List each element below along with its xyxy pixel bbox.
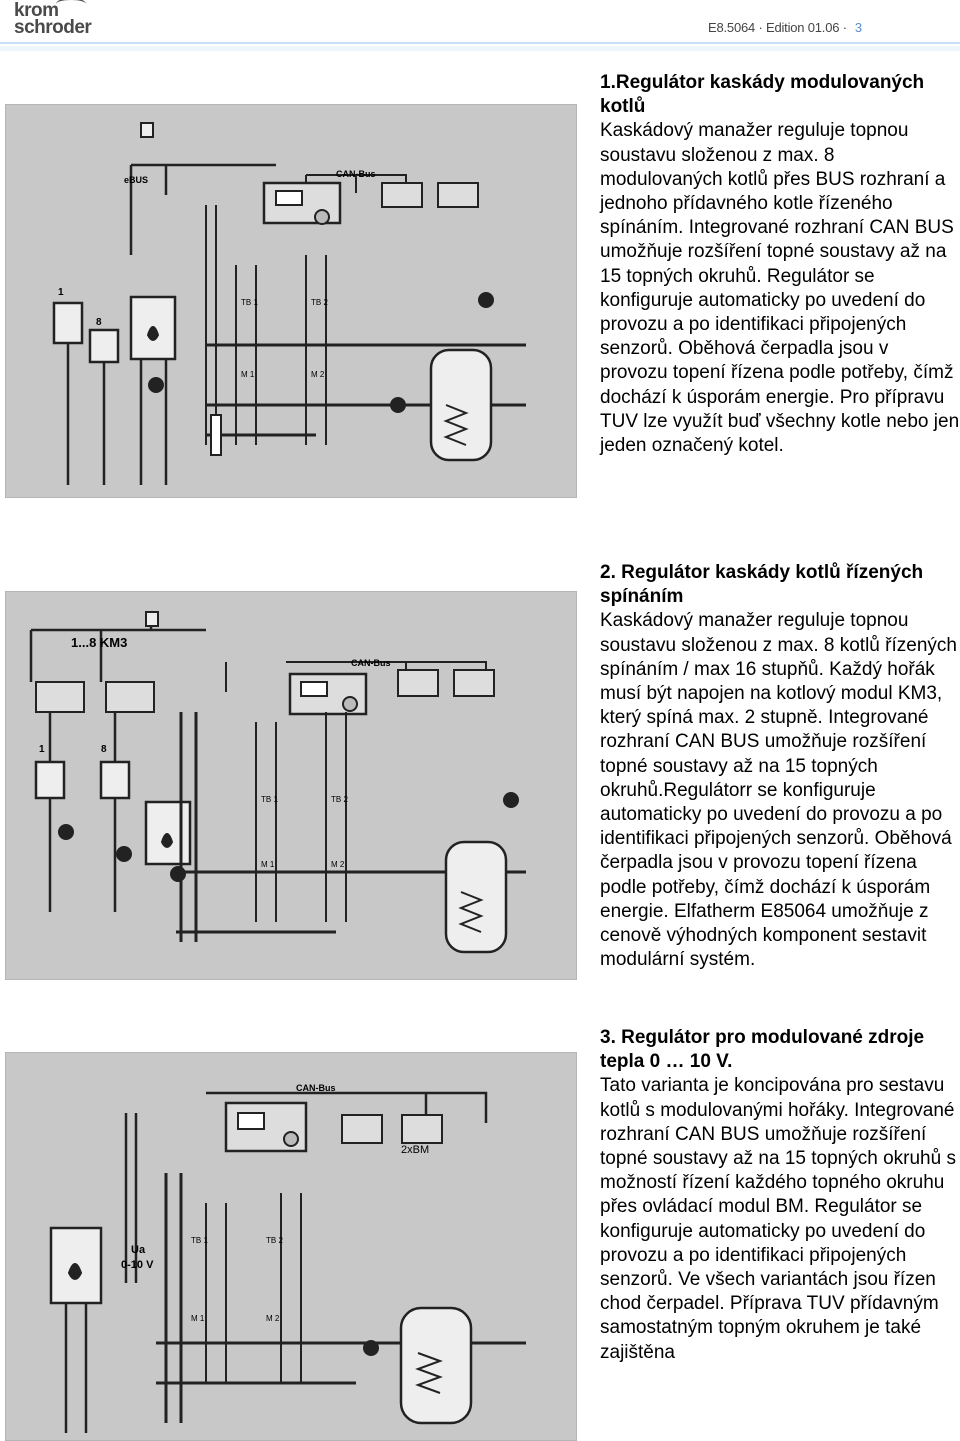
d3-label-tb2: TB 2	[266, 1236, 283, 1245]
d3-label-2xbm: 2xBM	[401, 1144, 429, 1156]
section-3-body: Tato varianta je koncipována pro sestavu…	[600, 1075, 956, 1363]
section-3: 3. Regulátor pro modulované zdroje tepla…	[600, 1026, 960, 1365]
d3-label-ua: Ua	[131, 1244, 146, 1256]
header-rule	[0, 42, 960, 44]
d1-label-tb2: TB 2	[311, 298, 328, 307]
schematic-3-icon: CAN-Bus 2xBM Ua 0-10 V TB 1 TB 2 M 1 M 2	[49, 1083, 526, 1433]
d2-label-tb1: TB 1	[261, 795, 278, 804]
edition-label: E8.5064 · Edition 01.06 · 3	[708, 20, 862, 35]
schematic-2-icon: 1...8 KM3 CAN-Bus 1 8 TB 1 TB 2 M 1 M 2	[29, 611, 526, 954]
section-3-title: 3. Regulátor pro modulované zdroje tepla…	[600, 1027, 925, 1073]
page-number: 3	[854, 20, 862, 35]
d3-label-canbus: CAN-Bus	[296, 1083, 336, 1093]
diagram-modulated-cascade: eBUS CAN-Bus 1 8 TB 1 TB 2 M 1 M 2	[5, 104, 577, 498]
section-2-title: 2. Regulátor kaskády kotlů řízených spín…	[600, 562, 924, 608]
d1-label-m1: M 1	[241, 370, 255, 379]
d1-label-8: 8	[96, 317, 102, 328]
logo-line-2: schroder	[14, 17, 92, 38]
d1-label-ebus: eBUS	[124, 175, 148, 185]
d2-label-8: 8	[101, 744, 107, 755]
d2-label-m1: M 1	[261, 860, 275, 869]
schematic-1-icon: eBUS CAN-Bus 1 8 TB 1 TB 2 M 1 M 2	[52, 122, 526, 485]
section-2: 2. Regulátor kaskády kotlů řízených spín…	[600, 561, 960, 972]
d3-label-0-10v: 0-10 V	[121, 1259, 154, 1271]
d2-label-km3: 1...8 KM3	[71, 635, 127, 650]
d3-label-m2: M 2	[266, 1314, 280, 1323]
section-1-body: Kaskádový manažer reguluje topnou sousta…	[600, 120, 960, 457]
section-1: 1.Regulátor kaskády modulovaných kotlů K…	[600, 71, 960, 458]
diagram-switched-cascade: 1...8 KM3 CAN-Bus 1 8 TB 1 TB 2 M 1 M 2	[5, 591, 577, 980]
edition-text: E8.5064 · Edition 01.06 ·	[708, 20, 847, 35]
section-2-body: Kaskádový manažer reguluje topnou sousta…	[600, 610, 957, 971]
d3-label-m1: M 1	[191, 1314, 205, 1323]
d3-label-tb1: TB 1	[191, 1236, 208, 1245]
kromschroder-logo: krom schroder	[14, 0, 104, 40]
d2-label-1: 1	[39, 744, 45, 755]
d1-label-m2: M 2	[311, 370, 325, 379]
d1-label-1: 1	[58, 287, 64, 298]
d2-label-tb2: TB 2	[331, 795, 348, 804]
header-band	[0, 46, 960, 51]
d1-label-canbus: CAN-Bus	[336, 169, 376, 179]
d2-label-canbus: CAN-Bus	[351, 658, 391, 668]
diagram-modulated-0-10v: CAN-Bus 2xBM Ua 0-10 V TB 1 TB 2 M 1 M 2	[5, 1052, 577, 1441]
section-1-title: 1.Regulátor kaskády modulovaných kotlů	[600, 72, 925, 118]
logo-line-1: krom	[14, 0, 59, 21]
d2-label-m2: M 2	[331, 860, 345, 869]
d1-label-tb1: TB 1	[241, 298, 258, 307]
